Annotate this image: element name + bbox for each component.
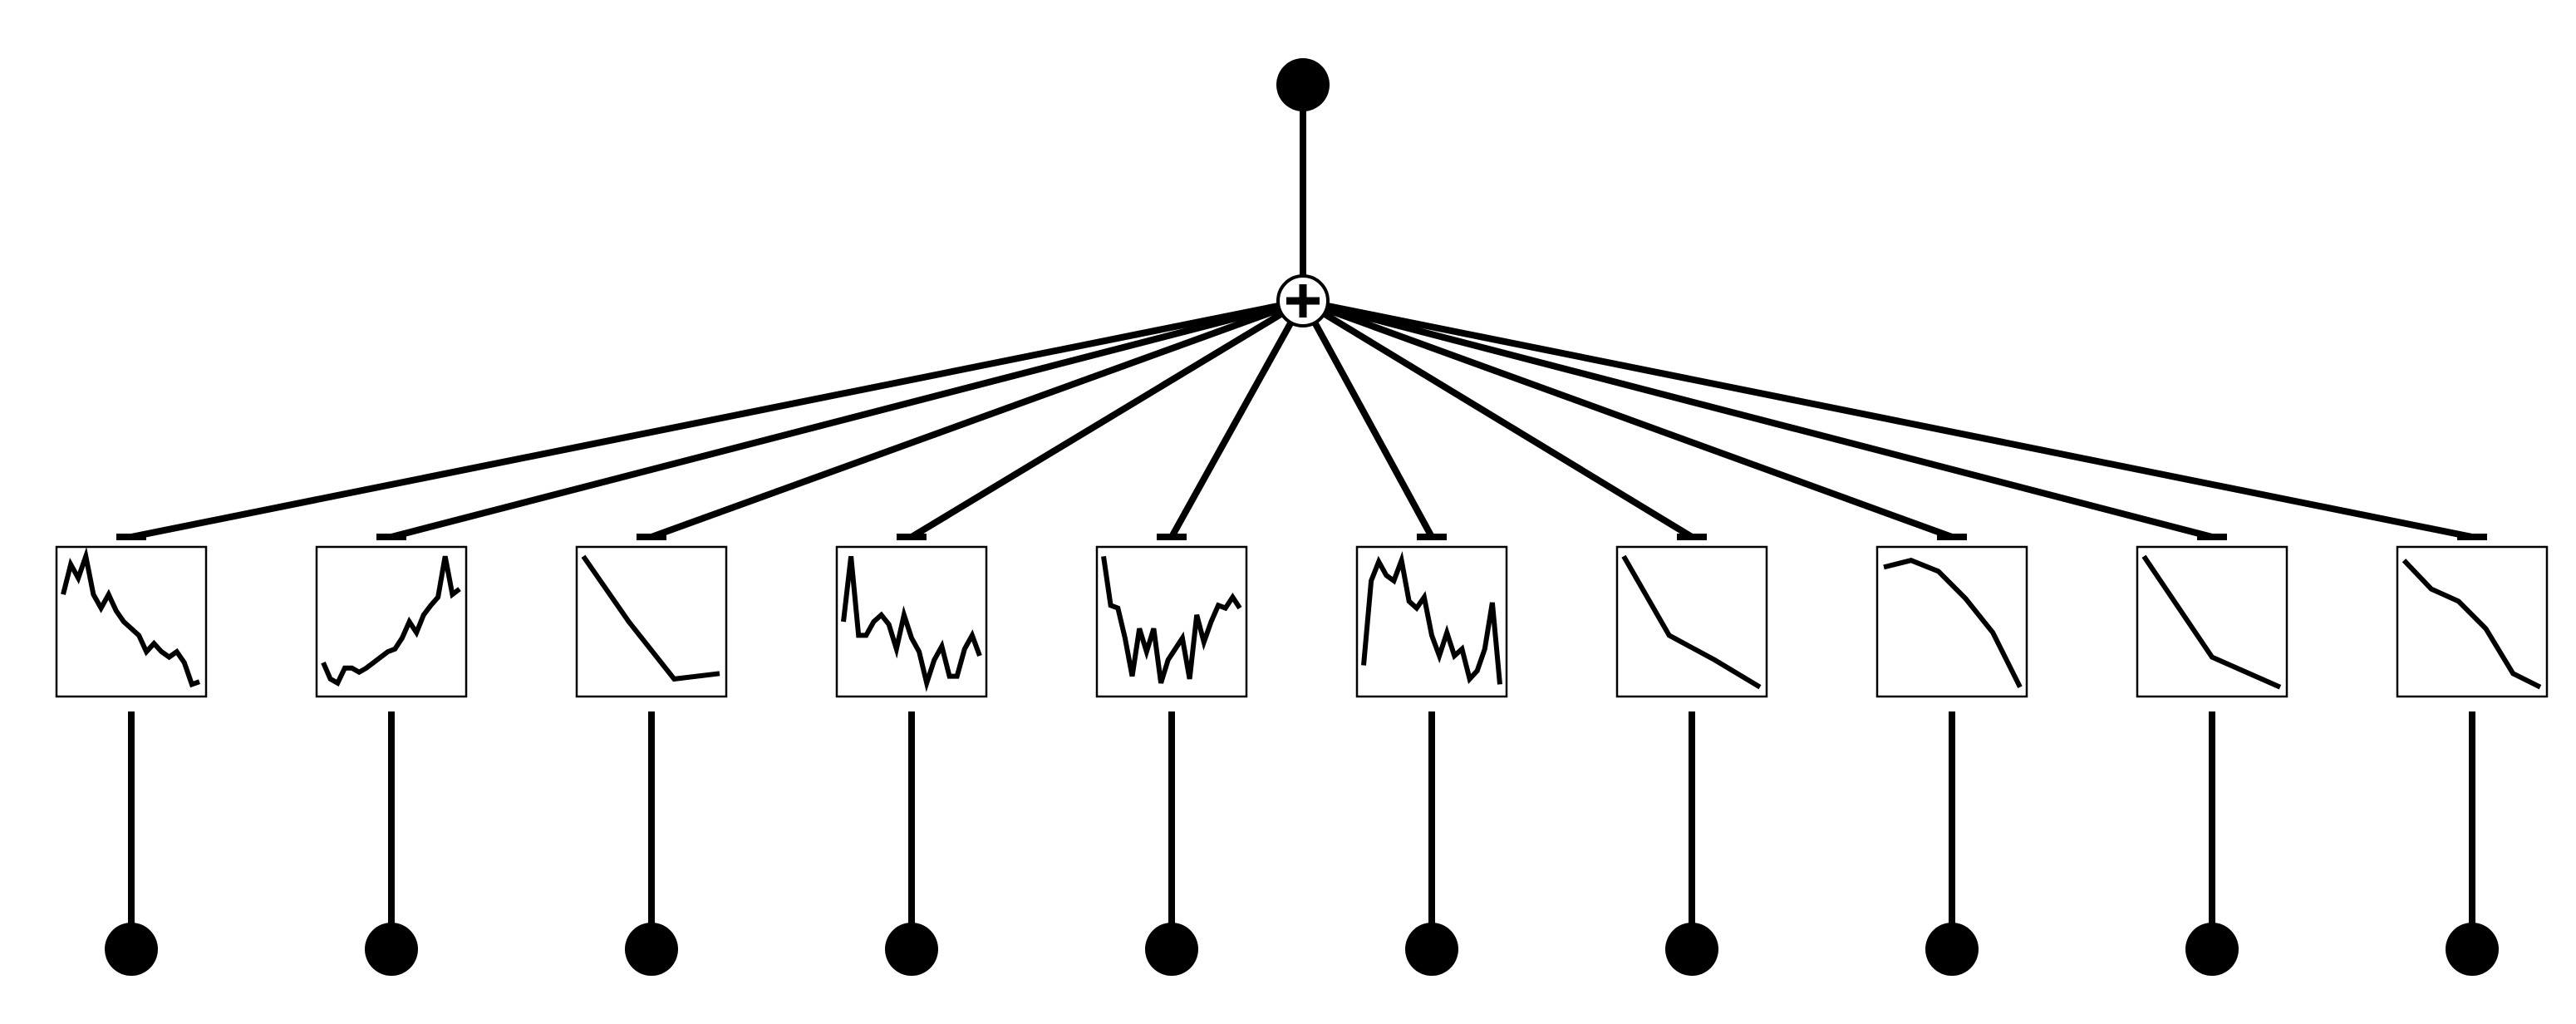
leaf-node-3 — [625, 923, 678, 976]
component-sparkline-6 — [1361, 551, 1502, 685]
component-box-8 — [1875, 545, 2028, 698]
fan-edge-3 — [650, 298, 1305, 540]
leaf-node-5 — [1145, 923, 1198, 976]
fan-edge-9 — [1301, 298, 2214, 540]
component-box-10 — [2396, 545, 2549, 698]
leaf-node-6 — [1405, 923, 1458, 976]
component-sparkline-10 — [2401, 559, 2542, 690]
edges-layer — [116, 85, 2487, 949]
fan-edge-5 — [1168, 299, 1306, 539]
leaf-node-10 — [2446, 923, 2499, 976]
fan-edge-10 — [1302, 298, 2473, 540]
fan-edge-1 — [130, 298, 1304, 540]
component-sparkline-4 — [841, 555, 982, 692]
leaf-node-9 — [2185, 923, 2239, 976]
component-box-4 — [835, 545, 988, 698]
leaf-node-1 — [105, 923, 158, 976]
fan-edge-4 — [909, 298, 1305, 540]
component-box-7 — [1615, 545, 1768, 698]
leaf-node-2 — [365, 923, 418, 976]
component-sparkline-3 — [581, 554, 720, 682]
component-sparkline-8 — [1883, 558, 2023, 689]
component-box-3 — [575, 545, 728, 698]
component-sparkline-5 — [1101, 555, 1242, 684]
leaf-node-4 — [885, 923, 938, 976]
component-sparkline-9 — [2141, 554, 2282, 690]
component-box-6 — [1355, 545, 1508, 698]
component-sparkline-7 — [1621, 554, 1762, 690]
fan-edge-7 — [1300, 298, 1694, 540]
fan-edge-8 — [1301, 298, 1954, 540]
leaf-node-8 — [1925, 923, 1979, 976]
component-box-9 — [2136, 545, 2288, 698]
component-sparkline-2 — [321, 555, 461, 687]
leaf-node-7 — [1665, 923, 1718, 976]
fan-edge-6 — [1300, 299, 1435, 539]
nodes-layer — [55, 58, 2549, 976]
component-sparkline-1 — [61, 546, 200, 688]
root-node — [1276, 58, 1330, 111]
fan-edge-2 — [390, 298, 1305, 540]
sum-operator-node — [1276, 274, 1330, 327]
